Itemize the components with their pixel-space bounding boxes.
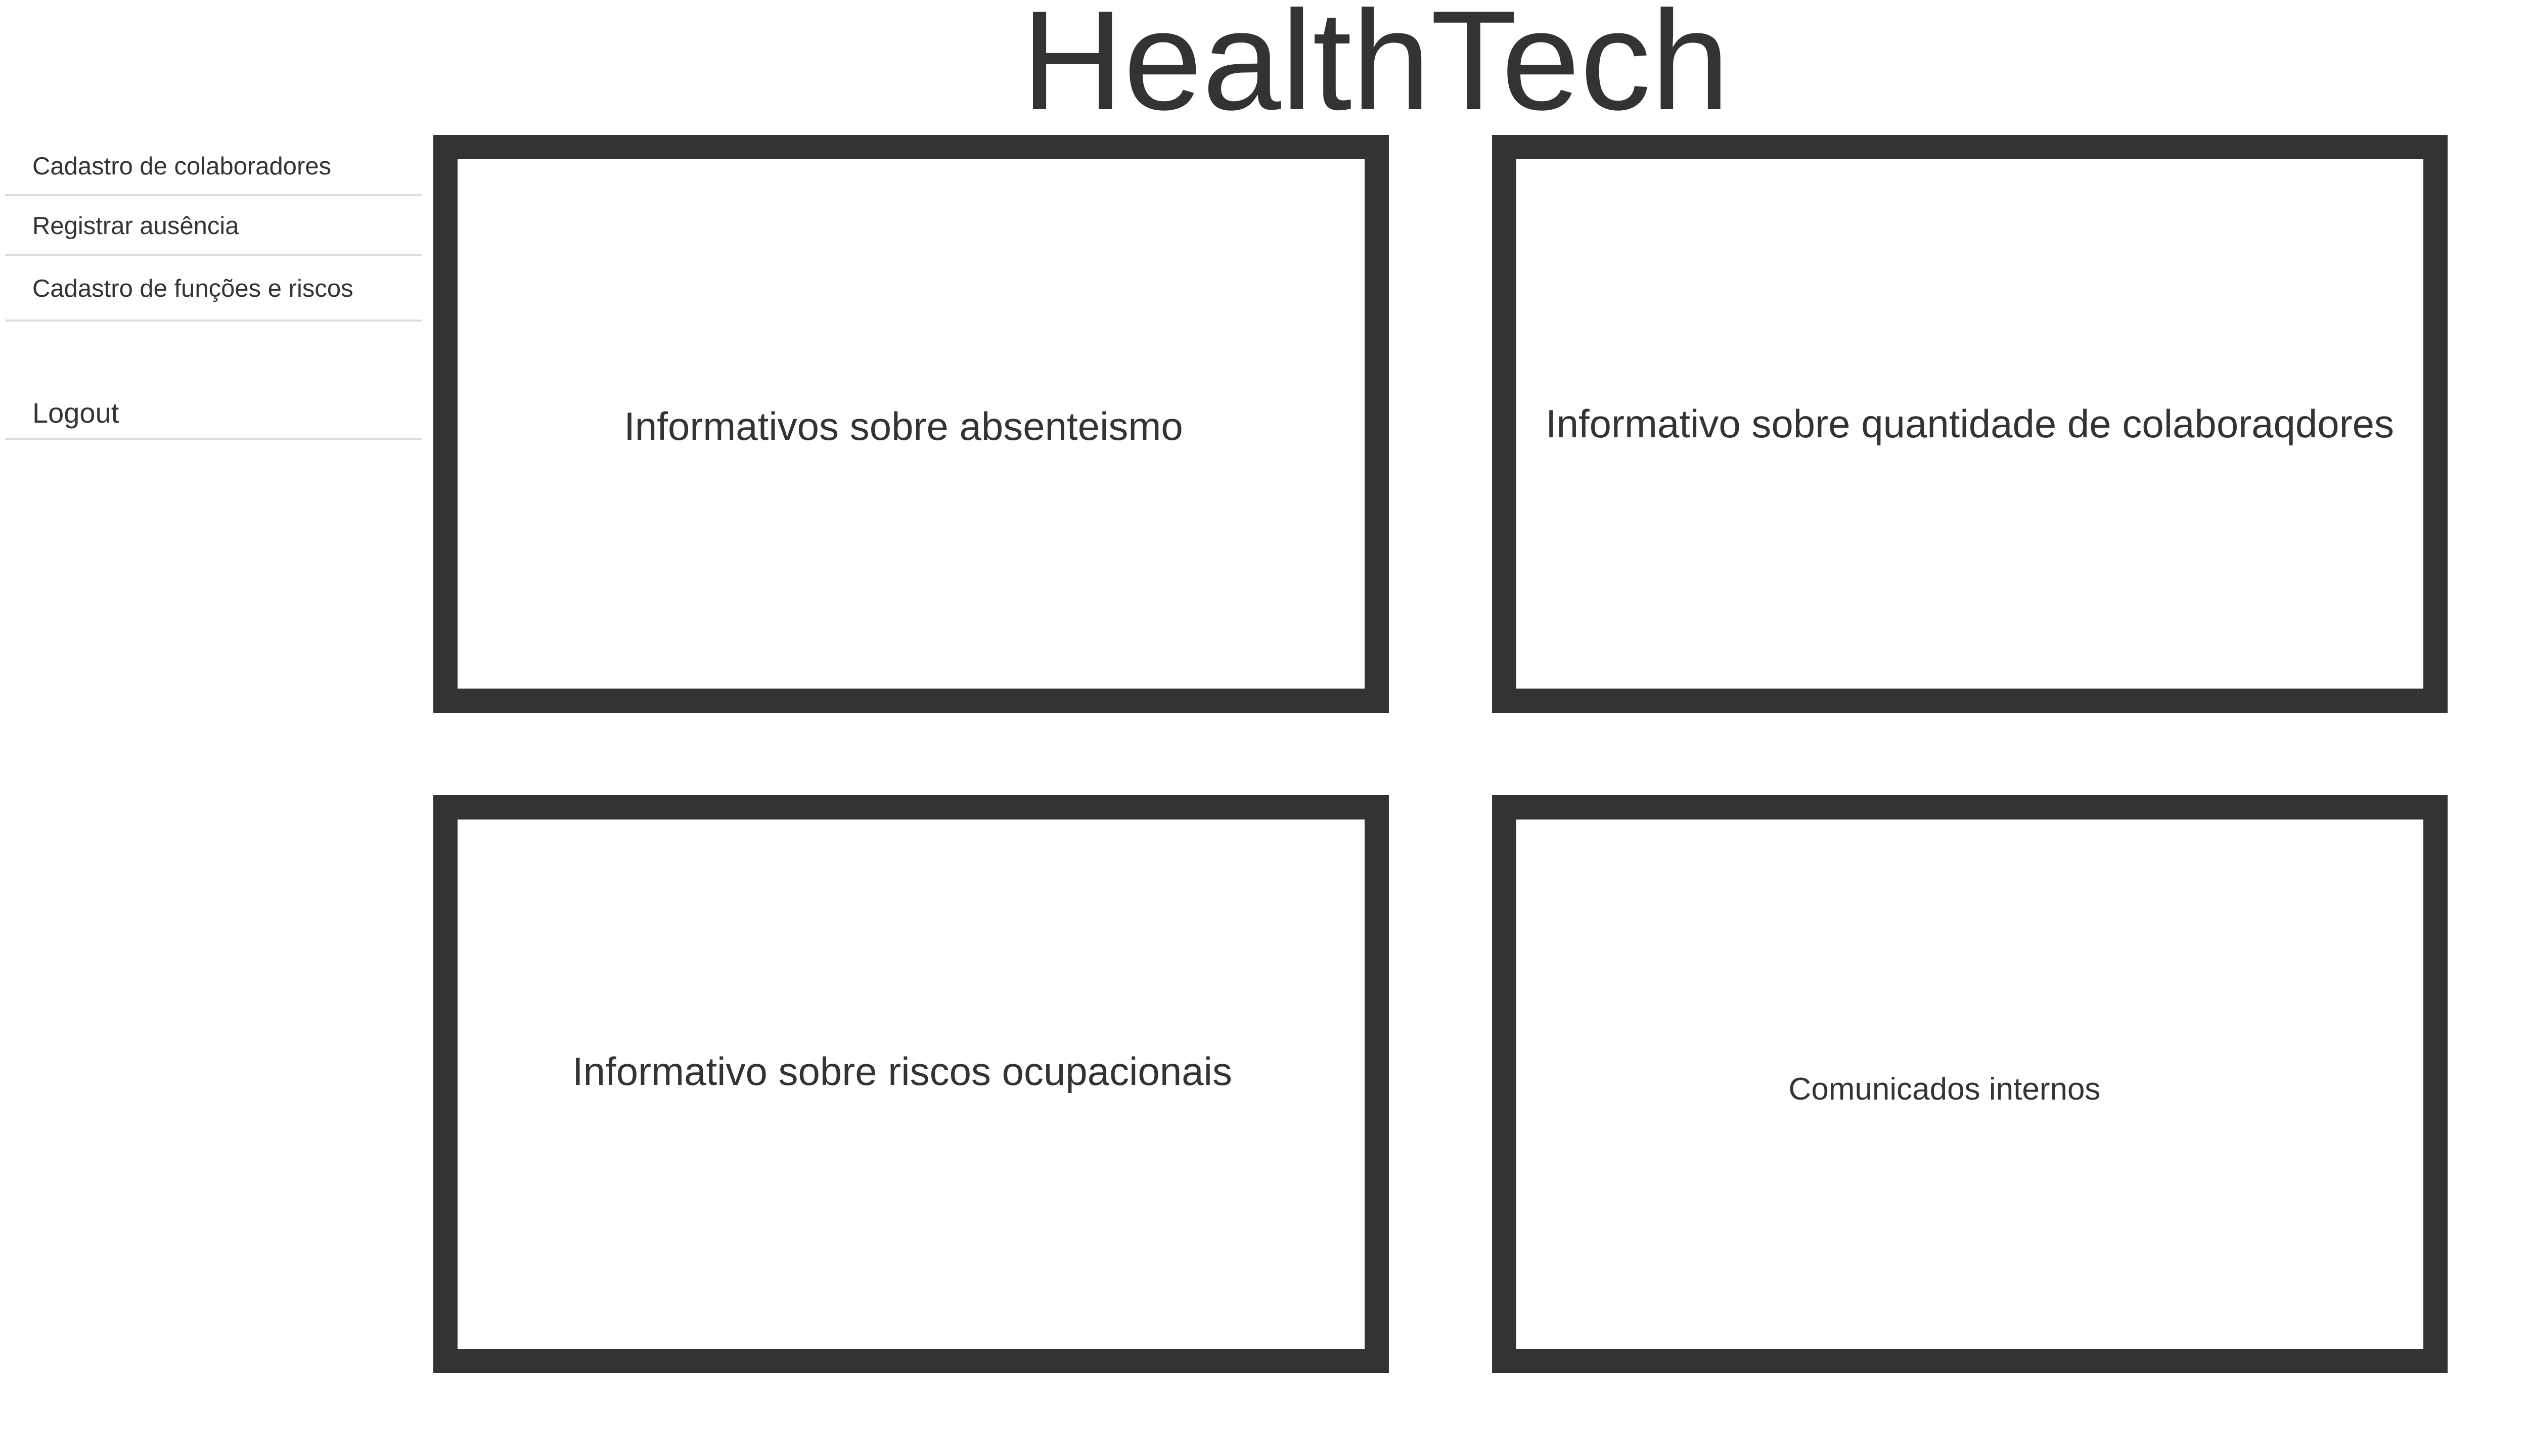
app-title: HealthTech — [1021, 0, 1730, 140]
card-quantidade-colaboradores[interactable]: Informativo sobre quantidade de colabora… — [1492, 135, 2448, 713]
sidebar-item-registrar-ausencia[interactable]: Registrar ausência — [5, 196, 422, 256]
card-label: Informativos sobre absenteismo — [624, 404, 1183, 448]
card-riscos-ocupacionais[interactable]: Informativo sobre riscos ocupacionais — [433, 795, 1389, 1373]
card-label: Informativo sobre riscos ocupacionais — [572, 1049, 1232, 1094]
sidebar-item-cadastro-funcoes-riscos[interactable]: Cadastro de funções e riscos — [5, 256, 422, 322]
sidebar-item-cadastro-colaboradores[interactable]: Cadastro de colaboradores — [5, 136, 422, 196]
card-comunicados-internos[interactable]: Comunicados internos — [1492, 795, 2448, 1373]
card-absenteismo[interactable]: Informativos sobre absenteismo — [433, 135, 1389, 713]
sidebar-nav: Cadastro de colaboradores Registrar ausê… — [5, 136, 422, 440]
card-label: Informativo sobre quantidade de colabora… — [1545, 401, 2395, 446]
card-label: Comunicados internos — [1788, 1072, 2101, 1107]
logout-link[interactable]: Logout — [5, 386, 422, 440]
